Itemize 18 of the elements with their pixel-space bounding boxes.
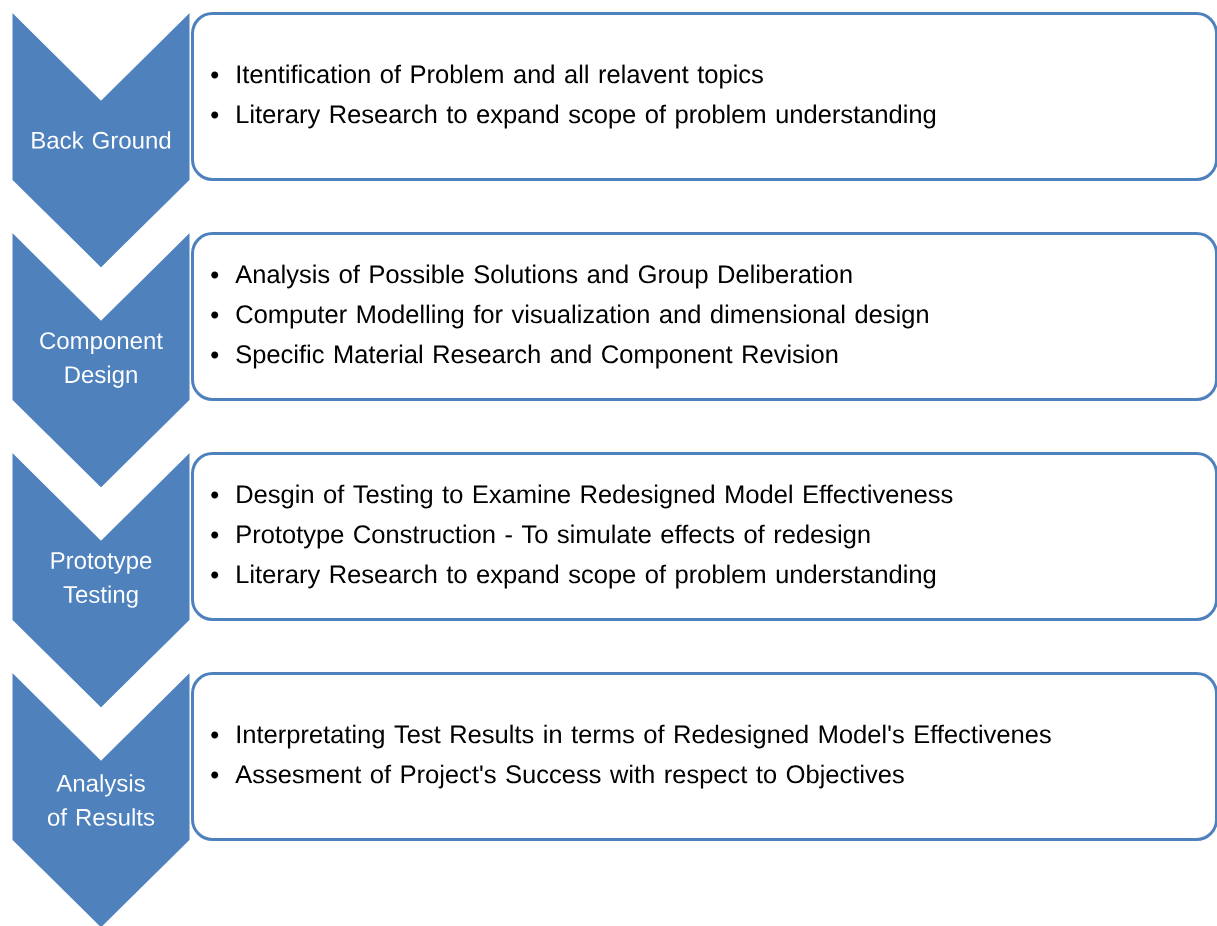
text-box <box>191 232 1217 401</box>
bullet-item: Computer Modelling for visualization and dimensional design <box>211 304 928 329</box>
bullet-item: Itentification of Problem and all relavent topics <box>211 64 763 89</box>
bullet-item: Prototype Construction - To simulate effects of redesign <box>211 524 870 549</box>
step-label: Component Design <box>11 231 191 489</box>
bullet-item: Assesment of Project's Success with respect to Objectives <box>211 764 904 789</box>
text-box <box>191 12 1217 181</box>
bullet-item: Analysis of Possible Solutions and Group Deliberation <box>211 264 852 289</box>
bullet-item: Literary Research to expand scope of problem understanding <box>211 104 936 129</box>
text-box <box>191 672 1217 841</box>
bullet-item: Desgin of Testing to Examine Redesigned Model Effectiveness <box>211 484 953 509</box>
text-box <box>191 452 1217 621</box>
bullet-item: Specific Material Research and Component Revision <box>211 344 838 369</box>
bullet-item: Interpretating Test Results in terms of Redesigned Model's Effectivenes <box>211 724 1051 749</box>
step-label: Prototype Testing <box>11 451 191 709</box>
step-label: Back Ground <box>11 11 191 269</box>
bullet-item: Literary Research to expand scope of problem understanding <box>211 564 936 589</box>
step-label: Analysis of Results <box>11 671 191 926</box>
